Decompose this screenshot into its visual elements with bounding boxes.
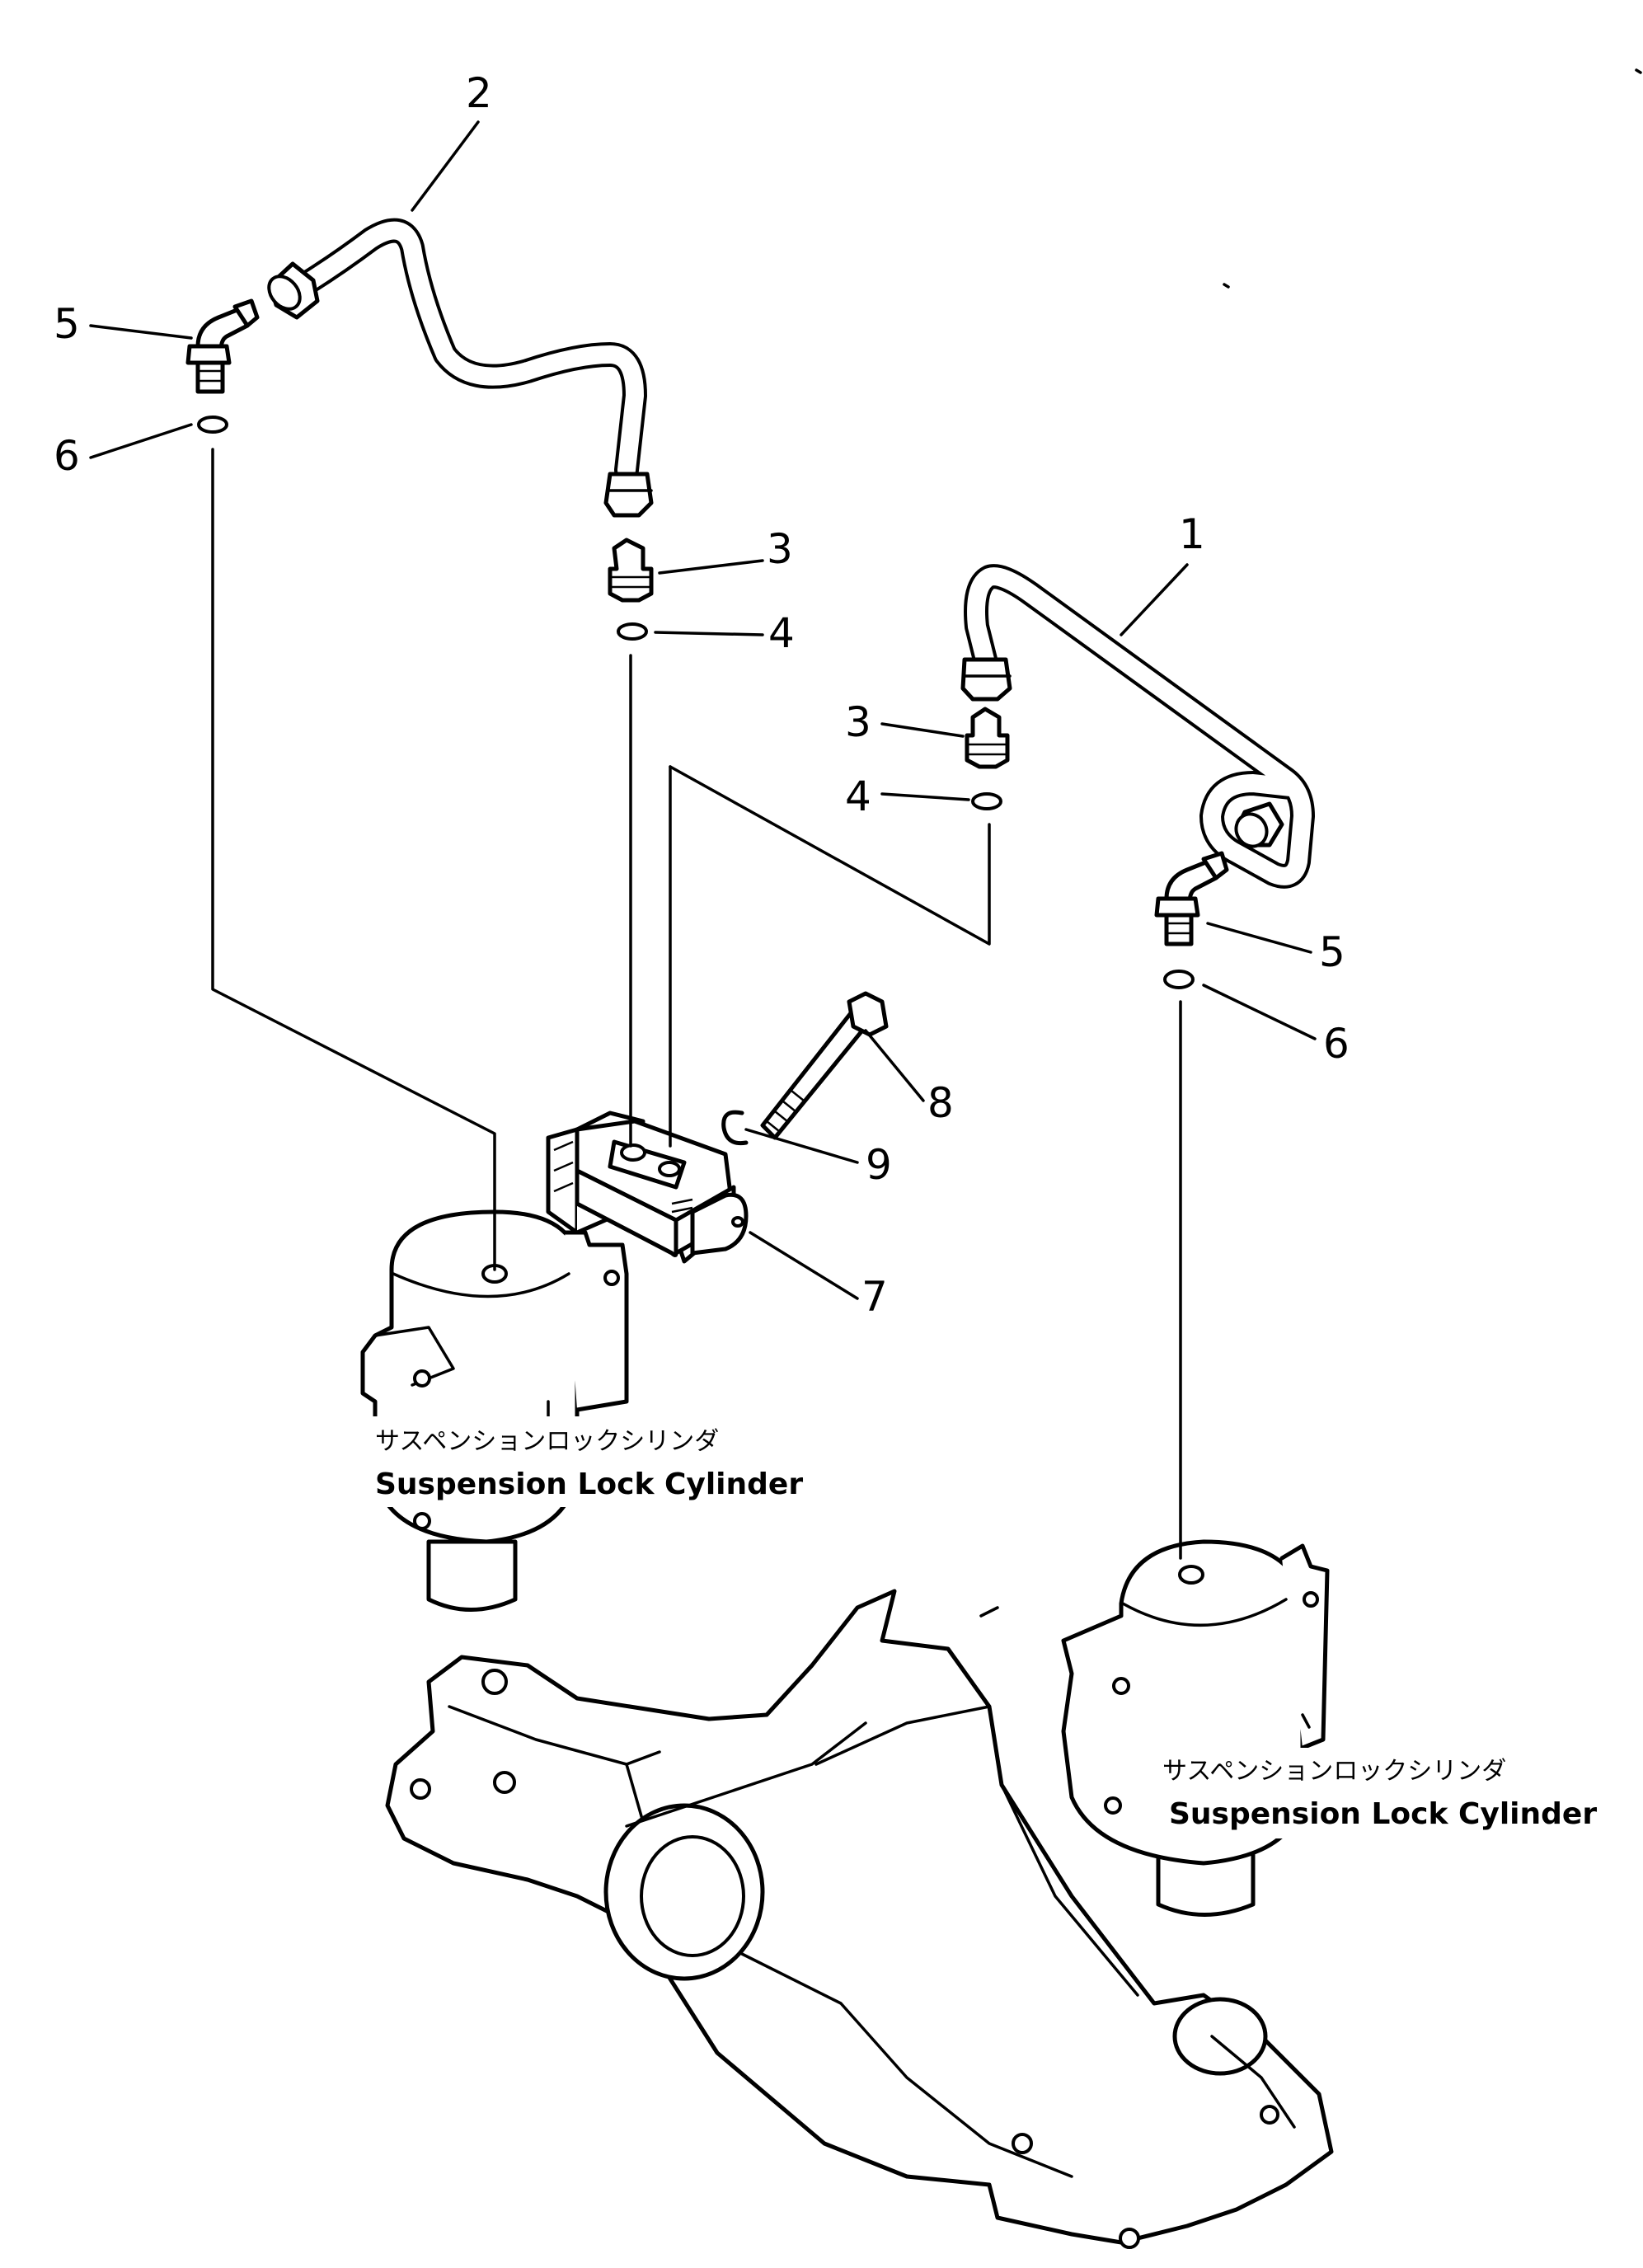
connector-part-3-left [608,538,654,603]
callout-3-right: 3 [845,698,871,746]
callout-numbers: 1 2 3 3 4 4 5 5 6 6 7 8 9 [54,69,1350,1321]
callout-6-right: 6 [1323,1020,1350,1068]
o-ring-part-6-right [1163,970,1195,989]
o-ring-part-6-left [197,416,228,434]
leader-lines [89,120,1317,1300]
right-cylinder-label-en: Suspension Lock Cylinder [1169,1797,1597,1831]
bolt-part-8 [760,991,889,1140]
callout-8: 8 [927,1079,954,1127]
axle-frame-bracket [385,1589,1334,2249]
callout-4-right: 4 [845,772,871,820]
callout-4-left: 4 [768,609,795,657]
callout-5-right: 5 [1319,928,1345,976]
left-cylinder-label-en: Suspension Lock Cylinder [375,1467,803,1501]
elbow-fitting-part-5-right [1154,851,1229,946]
callout-2: 2 [466,69,492,117]
callout-5-left: 5 [54,300,80,348]
right-suspension-lock-cylinder [1061,1539,1330,1917]
o-ring-part-4-right [971,792,1002,810]
callout-9: 9 [866,1141,892,1189]
callout-3-left: 3 [767,525,793,573]
callout-6-left: 6 [54,432,80,480]
valve-block-part-7 [546,1111,749,1264]
callout-7: 7 [861,1273,888,1321]
tube-part-2 [267,218,654,518]
washer-part-9 [721,1110,749,1146]
left-suspension-lock-cylinder [360,1209,629,1612]
right-cylinder-label-jp: サスペンションロックシリンダ [1162,1757,1506,1786]
cylinder-labels: サスペンションロックシリンダ Suspension Lock Cylinder … [367,1416,1603,1838]
stray-marks [1223,68,1642,289]
connector-part-3-right [965,707,1010,769]
o-ring-part-4-left [617,622,648,641]
callout-1: 1 [1179,510,1205,558]
left-cylinder-label-jp: サスペンションロックシリンダ [375,1427,719,1456]
tube-part-1 [960,564,1315,889]
elbow-fitting-part-5-left [185,298,260,394]
assembly-lines [211,448,1182,1560]
